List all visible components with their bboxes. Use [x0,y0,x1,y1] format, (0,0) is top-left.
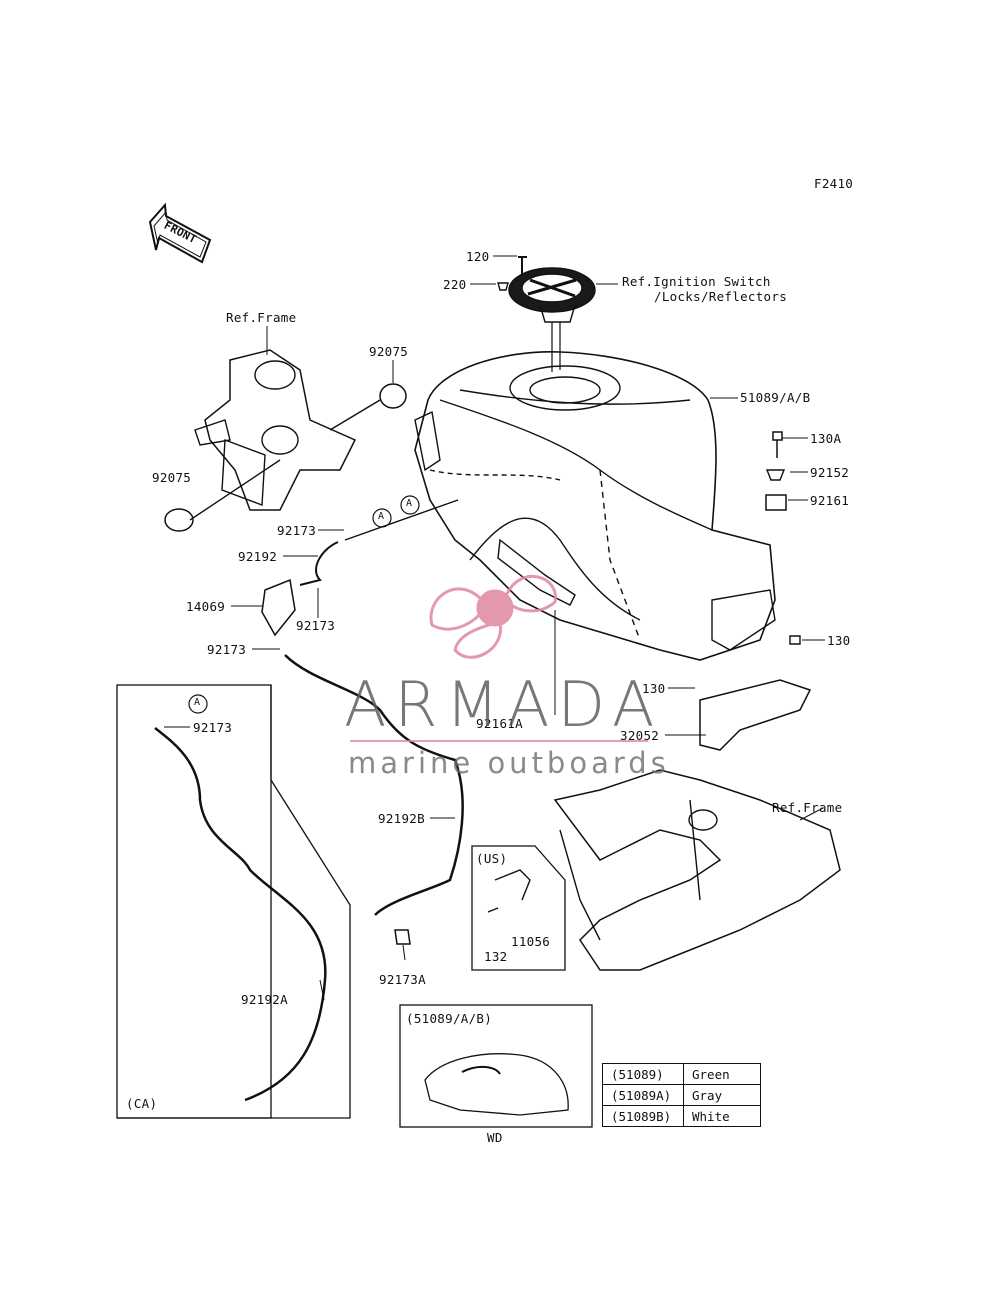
table-row: (51089) Green [602,1063,761,1085]
damper-rubber-top [379,383,407,409]
color-variant-table: (51089) Green (51089A) Gray (51089B) Whi… [602,1063,761,1127]
us-region-box [471,845,566,971]
table-cell-color: Green [683,1063,761,1085]
callout-92192: 92192 [238,549,278,564]
callout-92152: 92152 [810,465,850,480]
breather-hoses [154,499,464,1102]
table-cell-part: (51089A) [602,1084,684,1106]
callout-92173-c: 92173 [207,642,247,657]
frame-ref-right: Ref.Frame [772,800,843,815]
connection-marker-a [188,495,420,714]
callout-92161A: 92161A [476,716,523,731]
callout-130-right: 130 [827,633,851,648]
bracket-and-frame [553,679,841,971]
callout-11056: 11056 [511,934,551,949]
tank-variant-inset [399,1004,593,1128]
front-arrow-icon [148,202,212,264]
propeller-logo [429,575,557,659]
frame-ref-top: Ref.Frame [226,310,297,325]
callout-92192A: 92192A [241,992,288,1007]
callout-92173-a: 92173 [277,523,317,538]
watermark-brand: ARMADA [344,668,663,741]
table-cell-part: (51089B) [602,1105,684,1127]
callout-92173A: 92173A [379,972,426,987]
figure-code: F2410 [814,176,854,191]
us-label: (US) [476,851,508,866]
fuel-cap-assembly [497,256,596,372]
damper-rubber-left [164,508,194,532]
table-cell-color: Gray [683,1084,761,1106]
ca-region-box [116,684,272,1119]
ignition-switch-ref: Ref.Ignition Switch [622,274,771,289]
table-row: (51089A) Gray [602,1084,761,1106]
ignition-switch-ref-2: /Locks/Reflectors [654,289,788,304]
inset-title: (51089/A/B) [406,1011,493,1026]
table-row: (51089B) White [602,1105,761,1127]
callout-tank: 51089/A/B [740,390,811,405]
callout-130-mid: 130 [642,681,666,696]
callout-130A: 130A [810,431,842,446]
marker-a-1: A [378,511,385,522]
mount-hardware-right [765,431,801,645]
callout-32052: 32052 [620,728,660,743]
table-cell-color: White [683,1105,761,1127]
table-cell-part: (51089) [602,1063,684,1085]
marker-a-2: A [406,498,413,509]
callout-92173-ca: 92173 [193,720,233,735]
callout-92192B: 92192B [378,811,425,826]
frame-section-top [194,349,357,511]
inset-model: WD [487,1130,503,1145]
callout-92161: 92161 [810,493,850,508]
leader-lines [164,255,825,1001]
callout-132: 132 [484,949,508,964]
watermark-divider [350,740,648,742]
callout-14069: 14069 [186,599,226,614]
fuel-tank [414,351,776,661]
callout-92075-top: 92075 [369,344,409,359]
marker-a-3: A [194,697,201,708]
callout-92075-left: 92075 [152,470,192,485]
callout-92173-b: 92173 [296,618,336,633]
ca-label: (CA) [126,1096,158,1111]
callout-220: 220 [443,277,467,292]
watermark-tagline: marine outboards [348,746,670,780]
callout-120: 120 [466,249,490,264]
